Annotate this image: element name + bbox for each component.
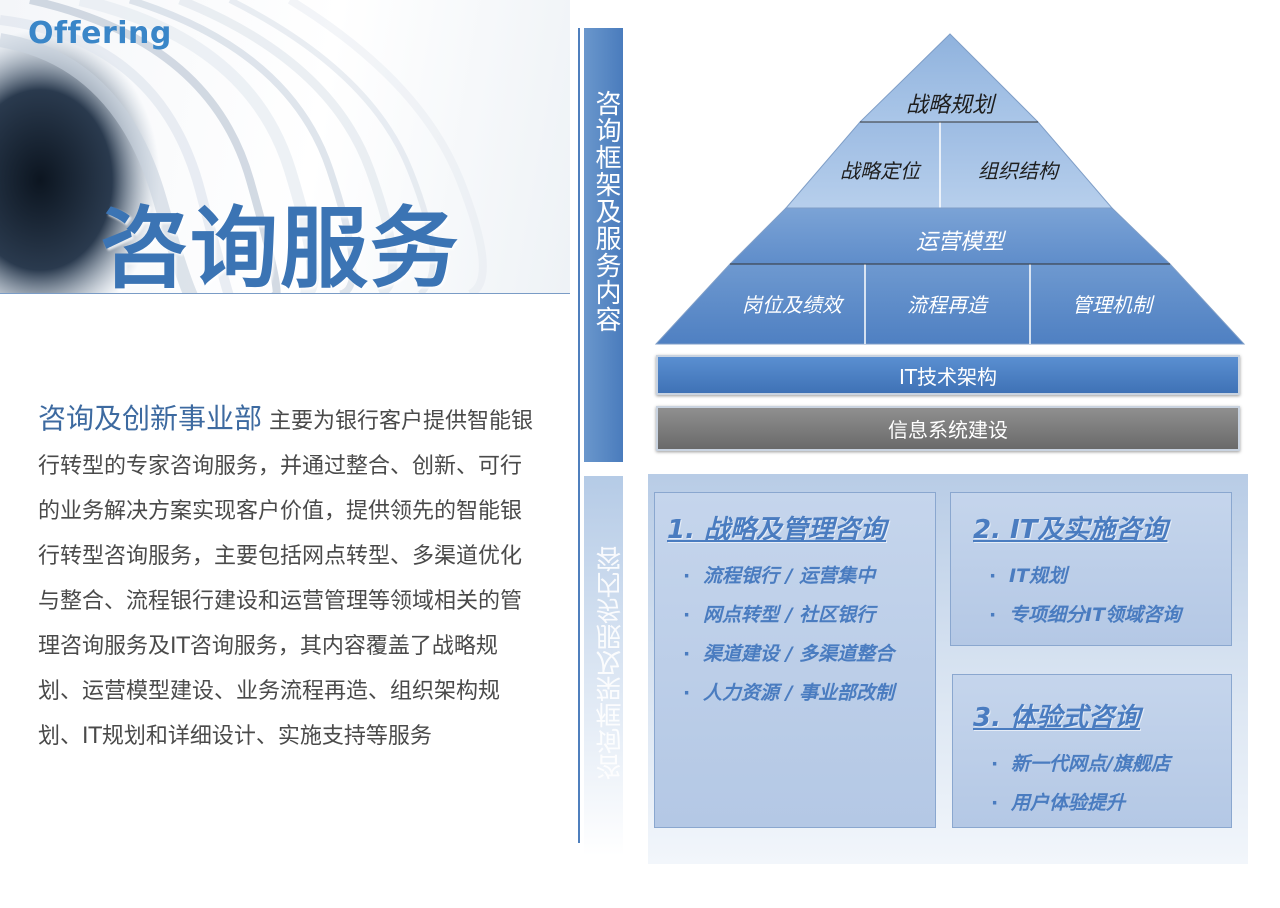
service-card-it: 2. IT及实施咨询 ·IT规划 ·专项细分IT领域咨询 — [950, 492, 1232, 646]
list-item: ·网点转型 / 社区银行 — [683, 604, 876, 626]
pyramid-level-2 — [784, 121, 1114, 209]
description-body: 主要为银行客户提供智能银行转型的专家咨询服务，并通过整合、创新、可行的业务解决方… — [38, 409, 534, 749]
card-item-list: ·流程银行 / 运营集中 ·网点转型 / 社区银行 ·渠道建设 / 多渠道整合 … — [683, 557, 894, 713]
description-paragraph: 咨询及创新事业部 主要为银行客户提供智能银行转型的专家咨询服务，并通过整合、创新… — [38, 396, 538, 759]
list-item: ·IT规划 — [989, 565, 1068, 587]
vertical-divider — [578, 28, 580, 843]
side-label: 咨询框架及服务内容 — [591, 90, 621, 333]
card-title: 2. IT及实施咨询 — [973, 515, 1168, 545]
pyramid-l2-left-label: 战略定位 — [840, 159, 922, 183]
side-label-bar: 咨询框架及服务内容 — [584, 28, 623, 462]
pyramid-top-label: 战略规划 — [906, 93, 997, 118]
swirl-background-image — [0, 0, 487, 294]
it-architecture-bar: IT技术架构 — [656, 355, 1240, 395]
pyramid-l4-left-label: 岗位及绩效 — [742, 293, 845, 317]
side-label-reflection-text: 咨询框架及服务内容 — [591, 546, 621, 780]
card-item-list: ·新一代网点/旗舰店 ·用户体验提升 — [991, 745, 1170, 823]
offering-label: Offering — [28, 16, 172, 51]
list-item: ·人力资源 / 事业部改制 — [683, 682, 895, 704]
pyramid-l2-right-label: 组织结构 — [978, 159, 1061, 183]
list-item: ·专项细分IT领域咨询 — [989, 604, 1182, 626]
service-card-experience: 3. 体验式咨询 ·新一代网点/旗舰店 ·用户体验提升 — [952, 674, 1232, 828]
page-title: 咨询服务 — [100, 197, 461, 294]
list-item: ·流程银行 / 运营集中 — [683, 565, 876, 587]
pyramid-diagram: 战略规划 战略定位 组织结构 运营模型 岗位及绩效 流程再造 管理机制 — [654, 33, 1246, 345]
list-item: ·渠道建设 / 多渠道整合 — [683, 643, 895, 665]
hero-divider — [0, 293, 570, 294]
list-item: ·用户体验提升 — [991, 792, 1126, 814]
service-card-strategy: 1. 战略及管理咨询 ·流程银行 / 运营集中 ·网点转型 / 社区银行 ·渠道… — [654, 492, 936, 828]
hero-banner: Offering 咨询服务 — [0, 0, 570, 294]
info-system-bar: 信息系统建设 — [656, 406, 1240, 451]
side-label-reflection: 咨询框架及服务内容 — [584, 476, 623, 856]
card-title: 1. 战略及管理咨询 — [667, 515, 887, 545]
card-title: 3. 体验式咨询 — [973, 703, 1141, 733]
department-name: 咨询及创新事业部 — [38, 402, 263, 435]
card-item-list: ·IT规划 ·专项细分IT领域咨询 — [989, 557, 1181, 635]
pyramid-l4-right-label: 管理机制 — [1072, 293, 1155, 317]
pyramid-l3-label: 运营模型 — [916, 230, 1007, 255]
pyramid-l4-mid-label: 流程再造 — [907, 293, 989, 317]
list-item: ·新一代网点/旗舰店 — [991, 753, 1170, 775]
